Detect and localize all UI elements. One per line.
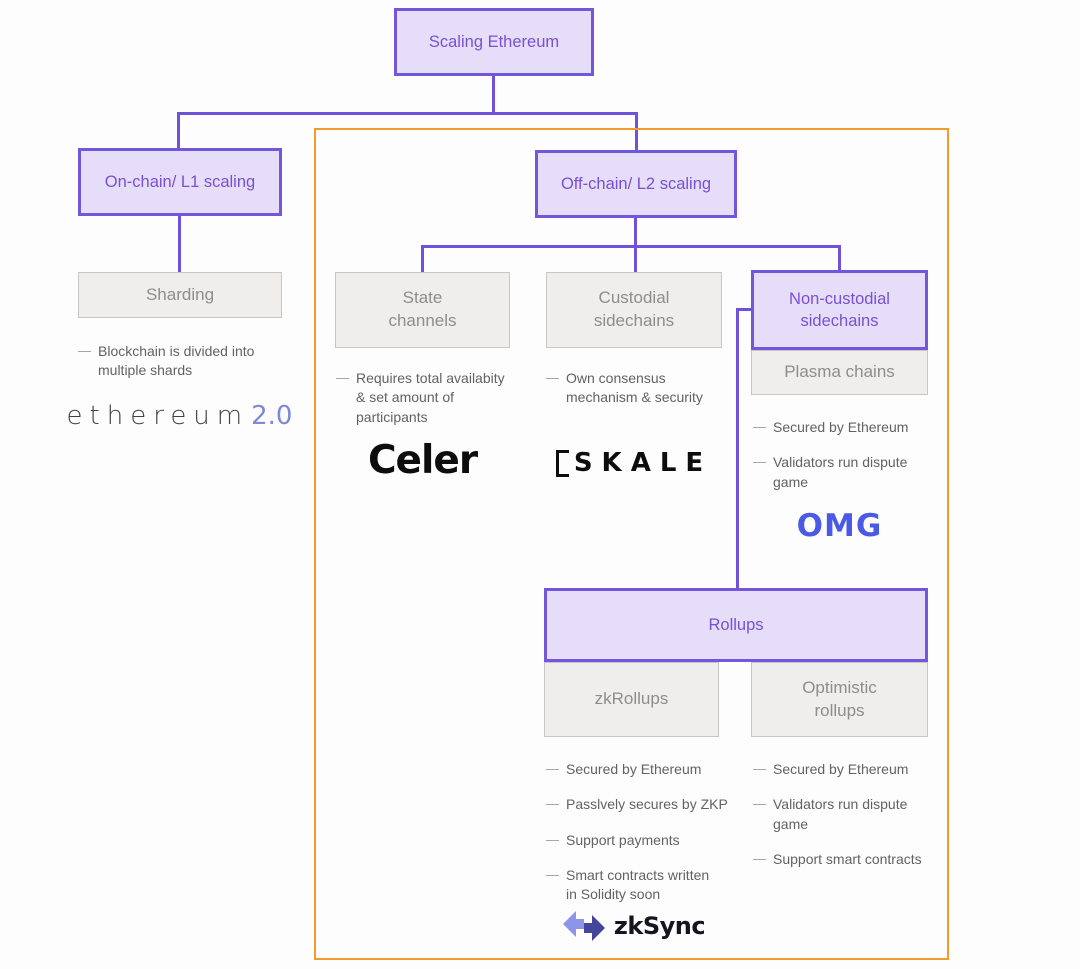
- ethereum2-logo: ethereum 2.0: [66, 401, 293, 431]
- zksync-logo: zkSync: [546, 905, 722, 947]
- node-custodial-sidechains: Custodial sidechains: [546, 272, 722, 348]
- node-rollups: Rollups: [544, 588, 928, 662]
- bullet-item: — Validators run dispute game: [753, 795, 943, 834]
- bullet-item: — Requires total availabity & set amount…: [336, 369, 526, 427]
- connector-line: [635, 112, 638, 152]
- node-optimistic-rollups: Optimistic rollups: [751, 662, 928, 737]
- connector-line: [838, 245, 841, 270]
- bullet-item: — Support smart contracts: [753, 850, 943, 869]
- bullet-item: — Secured by Ethereum: [753, 418, 938, 437]
- celer-logo: Celer: [367, 437, 478, 483]
- connector-line: [736, 308, 739, 590]
- bullet-dash: —: [546, 866, 559, 882]
- non-custodial-bullets: — Secured by Ethereum — Validators run d…: [753, 418, 938, 508]
- skale-logo: SKALE: [546, 444, 722, 482]
- bullet-dash: —: [78, 343, 91, 358]
- optimistic-bullets: — Secured by Ethereum — Validators run d…: [753, 760, 943, 885]
- node-zkrollups: zkRollups: [544, 662, 719, 737]
- bullet-item: — Smart contracts written in Solidity so…: [546, 866, 736, 905]
- bullet-dash: —: [753, 761, 766, 776]
- bullet-item: — Secured by Ethereum: [753, 760, 943, 779]
- bullet-dash: —: [546, 831, 559, 847]
- node-scaling-ethereum: Scaling Ethereum: [394, 8, 594, 76]
- connector-line: [736, 308, 752, 311]
- connector-line: [178, 216, 181, 272]
- bullet-dash: —: [753, 850, 766, 866]
- sharding-bullets: — Blockchain is divided into multiple sh…: [78, 342, 283, 397]
- bullet-item: — Secured by Ethereum: [546, 760, 736, 779]
- connector-line: [421, 245, 424, 272]
- connector-line: [421, 245, 841, 248]
- bullet-item: — Validators run dispute game: [753, 453, 938, 492]
- bullet-item: — Support payments: [546, 831, 736, 850]
- bullet-dash: —: [753, 454, 766, 470]
- state-channels-bullets: — Requires total availabity & set amount…: [336, 369, 526, 443]
- node-state-channels: State channels: [335, 272, 510, 348]
- bullet-dash: —: [546, 796, 559, 812]
- node-offchain-l2: Off-chain/ L2 scaling: [535, 150, 737, 218]
- node-sharding: Sharding: [78, 272, 282, 318]
- bullet-item: — Blockchain is divided into multiple sh…: [78, 342, 283, 381]
- connector-line: [492, 76, 495, 114]
- skale-bracket-icon: [555, 449, 569, 477]
- node-onchain-l1: On-chain/ L1 scaling: [78, 148, 282, 216]
- bullet-dash: —: [546, 370, 559, 385]
- custodial-bullets: — Own consensus mechanism & security: [546, 369, 731, 424]
- zkrollups-bullets: — Secured by Ethereum — Passlvely secure…: [546, 760, 736, 921]
- node-non-custodial-sidechains: Non-custodial sidechains: [751, 270, 928, 350]
- zksync-arrows-icon: [562, 911, 605, 941]
- l2-highlight-frame: [314, 128, 949, 960]
- omg-logo: OMG: [796, 508, 883, 544]
- bullet-dash: —: [753, 419, 766, 434]
- bullet-dash: —: [336, 370, 349, 385]
- connector-line: [177, 112, 638, 115]
- node-plasma-chains: Plasma chains: [751, 350, 928, 395]
- bullet-dash: —: [753, 796, 766, 812]
- connector-line: [177, 112, 180, 148]
- bullet-item: — Passlvely secures by ZKP: [546, 795, 736, 814]
- bullet-item: — Own consensus mechanism & security: [546, 369, 731, 408]
- bullet-dash: —: [546, 761, 559, 776]
